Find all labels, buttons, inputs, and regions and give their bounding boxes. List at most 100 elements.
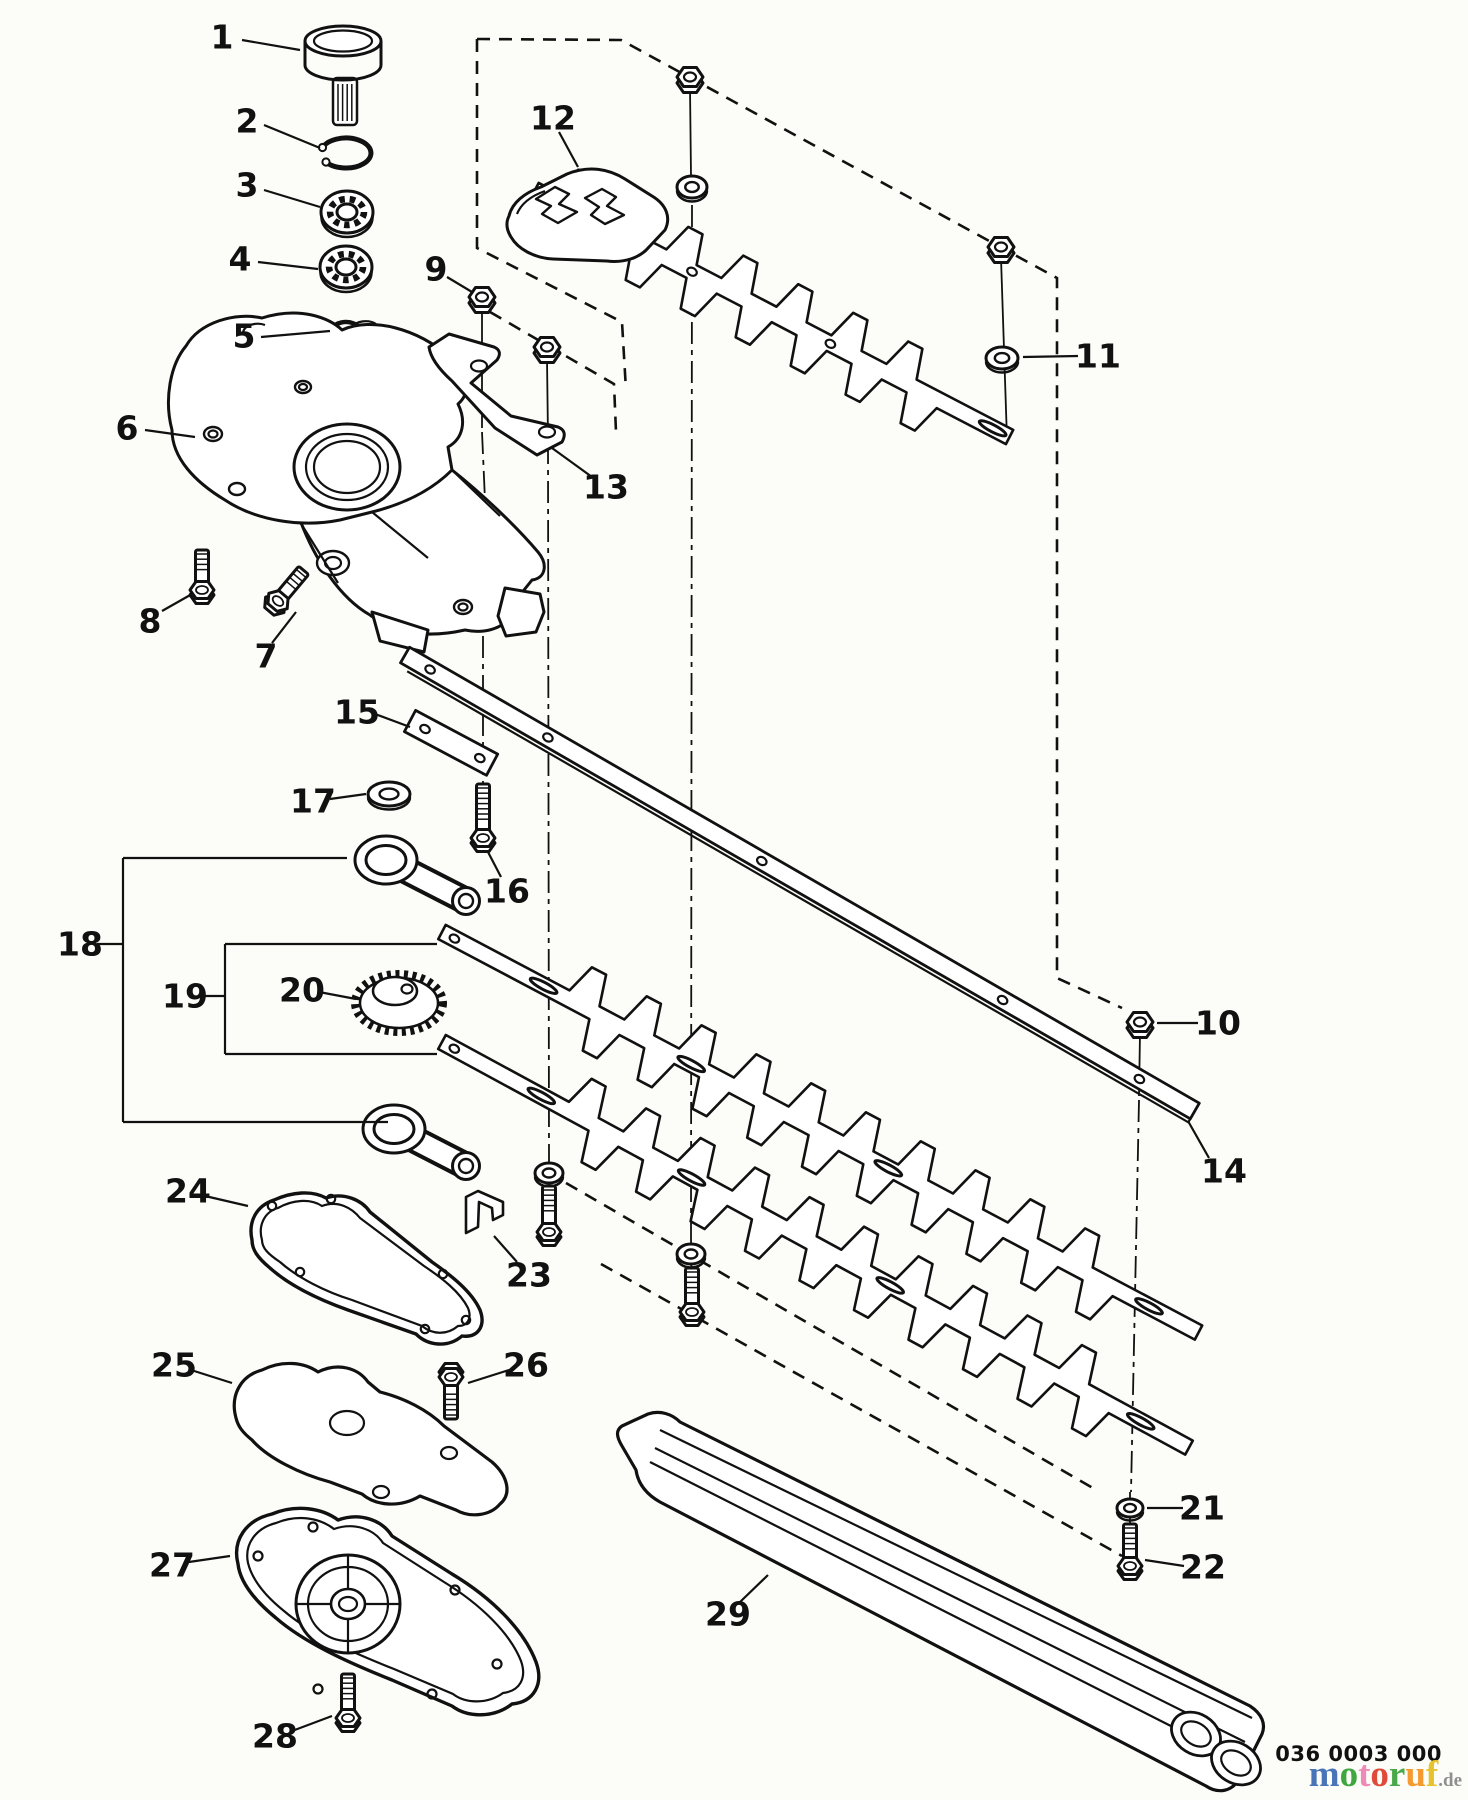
- bearing: [319, 189, 375, 239]
- catalog-part-number: 036 0003 000: [1275, 1742, 1442, 1766]
- callout-3: 3: [236, 166, 321, 209]
- callout-2: 2: [236, 102, 321, 150]
- washer: [1115, 1497, 1145, 1522]
- bolt: [188, 548, 216, 605]
- washer: [984, 345, 1020, 374]
- gear-case-cover: [235, 1506, 541, 1717]
- callout-number-13: 13: [583, 468, 629, 507]
- callout-number-12: 12: [530, 99, 576, 138]
- hex-nut: [1125, 1011, 1155, 1039]
- callout-16: 16: [484, 851, 530, 911]
- bolt: [263, 565, 310, 617]
- callout-number-14: 14: [1201, 1152, 1247, 1191]
- callout-number-21: 21: [1179, 1489, 1225, 1528]
- hex-nut: [532, 336, 562, 364]
- motoruf-logo[interactable]: motoruf.de: [1309, 1756, 1462, 1793]
- callout-26: 26: [467, 1346, 549, 1385]
- washer: [533, 1161, 565, 1188]
- callout-number-7: 7: [255, 637, 278, 676]
- callout-number-24: 24: [165, 1172, 211, 1211]
- callout-number-18: 18: [57, 925, 103, 964]
- callout-15: 15: [334, 693, 411, 732]
- bolt: [469, 782, 497, 853]
- callout-29: 29: [705, 1574, 769, 1634]
- construction-lines: [475, 37, 1141, 1572]
- snap-ring: [317, 135, 374, 171]
- bolt: [1116, 1522, 1144, 1581]
- callout-4: 4: [229, 240, 319, 279]
- hex-nut: [467, 286, 497, 314]
- callout-number-23: 23: [506, 1256, 552, 1295]
- fasteners: [188, 66, 1155, 1733]
- callout-17: 17: [290, 782, 367, 821]
- cutter-blade-upper: [437, 923, 1204, 1341]
- callout-8: 8: [139, 593, 193, 641]
- callout-25: 25: [151, 1346, 233, 1385]
- dashed-outline-bottom-1: [565, 1181, 1099, 1493]
- callout-number-22: 22: [1180, 1548, 1226, 1587]
- callout-number-4: 4: [229, 240, 252, 279]
- callout-22: 22: [1144, 1548, 1226, 1587]
- dashed-outline-left: [475, 39, 628, 391]
- callout-12: 12: [530, 99, 579, 168]
- callout-11: 11: [1022, 337, 1121, 376]
- logo-letter: u: [1405, 1754, 1426, 1795]
- ball-bearing: [319, 189, 375, 239]
- blade-tip-guard: [505, 167, 670, 263]
- washer: [675, 174, 709, 203]
- callout-number-27: 27: [149, 1546, 195, 1585]
- callout-13: 13: [551, 447, 629, 507]
- logo-letter: m: [1308, 1754, 1340, 1795]
- centerline: [547, 441, 550, 1159]
- callout-5: 5: [233, 317, 331, 356]
- dashed-outline-mid: [489, 310, 618, 433]
- parts: [166, 24, 1266, 1793]
- callout-20: 20: [279, 971, 357, 1010]
- callout-number-9: 9: [425, 250, 448, 289]
- connecting-rod-upper: [353, 834, 481, 916]
- callout-14: 14: [1187, 1120, 1247, 1191]
- hex-nut: [986, 236, 1016, 264]
- bearing: [318, 244, 374, 294]
- callout-7: 7: [255, 611, 297, 676]
- centerline: [689, 87, 692, 177]
- gear-case-gasket: [249, 1191, 484, 1346]
- callout-6: 6: [116, 409, 196, 448]
- blade-guard: [615, 1410, 1266, 1793]
- logo-tld: .de: [1438, 1770, 1462, 1791]
- washer: [366, 780, 412, 811]
- callout-21: 21: [1147, 1489, 1225, 1528]
- callout-number-5: 5: [233, 317, 256, 356]
- logo-letter: f: [1425, 1754, 1439, 1795]
- bolt: [678, 1266, 706, 1327]
- callout-number-15: 15: [334, 693, 380, 732]
- logo-letter: r: [1388, 1754, 1406, 1795]
- cap-and-shaft: [303, 24, 383, 127]
- gear-case-housing: [166, 311, 546, 654]
- cover-gasket: [232, 1361, 509, 1517]
- callout-number-17: 17: [290, 782, 336, 821]
- callout-number-29: 29: [705, 1595, 751, 1634]
- callout-number-26: 26: [503, 1346, 549, 1385]
- bolt: [437, 1362, 465, 1421]
- eccentric-gear: [351, 970, 447, 1036]
- callout-number-20: 20: [279, 971, 325, 1010]
- blade-clamp: [464, 1189, 505, 1235]
- washer: [675, 1242, 707, 1269]
- logo-letters: motoruf: [1309, 1754, 1439, 1795]
- callout-number-2: 2: [236, 102, 259, 141]
- logo-letter: o: [1339, 1754, 1359, 1795]
- callout-28: 28: [252, 1714, 333, 1756]
- connecting-rod-lower: [361, 1103, 481, 1181]
- spacer-plate: [403, 709, 500, 777]
- support-bracket: [427, 332, 566, 457]
- callout-number-25: 25: [151, 1346, 197, 1385]
- callout-number-8: 8: [139, 602, 162, 641]
- callout-number-6: 6: [116, 409, 139, 448]
- callout-27: 27: [149, 1546, 231, 1585]
- logo-letter: o: [1370, 1754, 1389, 1795]
- callout-23: 23: [493, 1235, 552, 1295]
